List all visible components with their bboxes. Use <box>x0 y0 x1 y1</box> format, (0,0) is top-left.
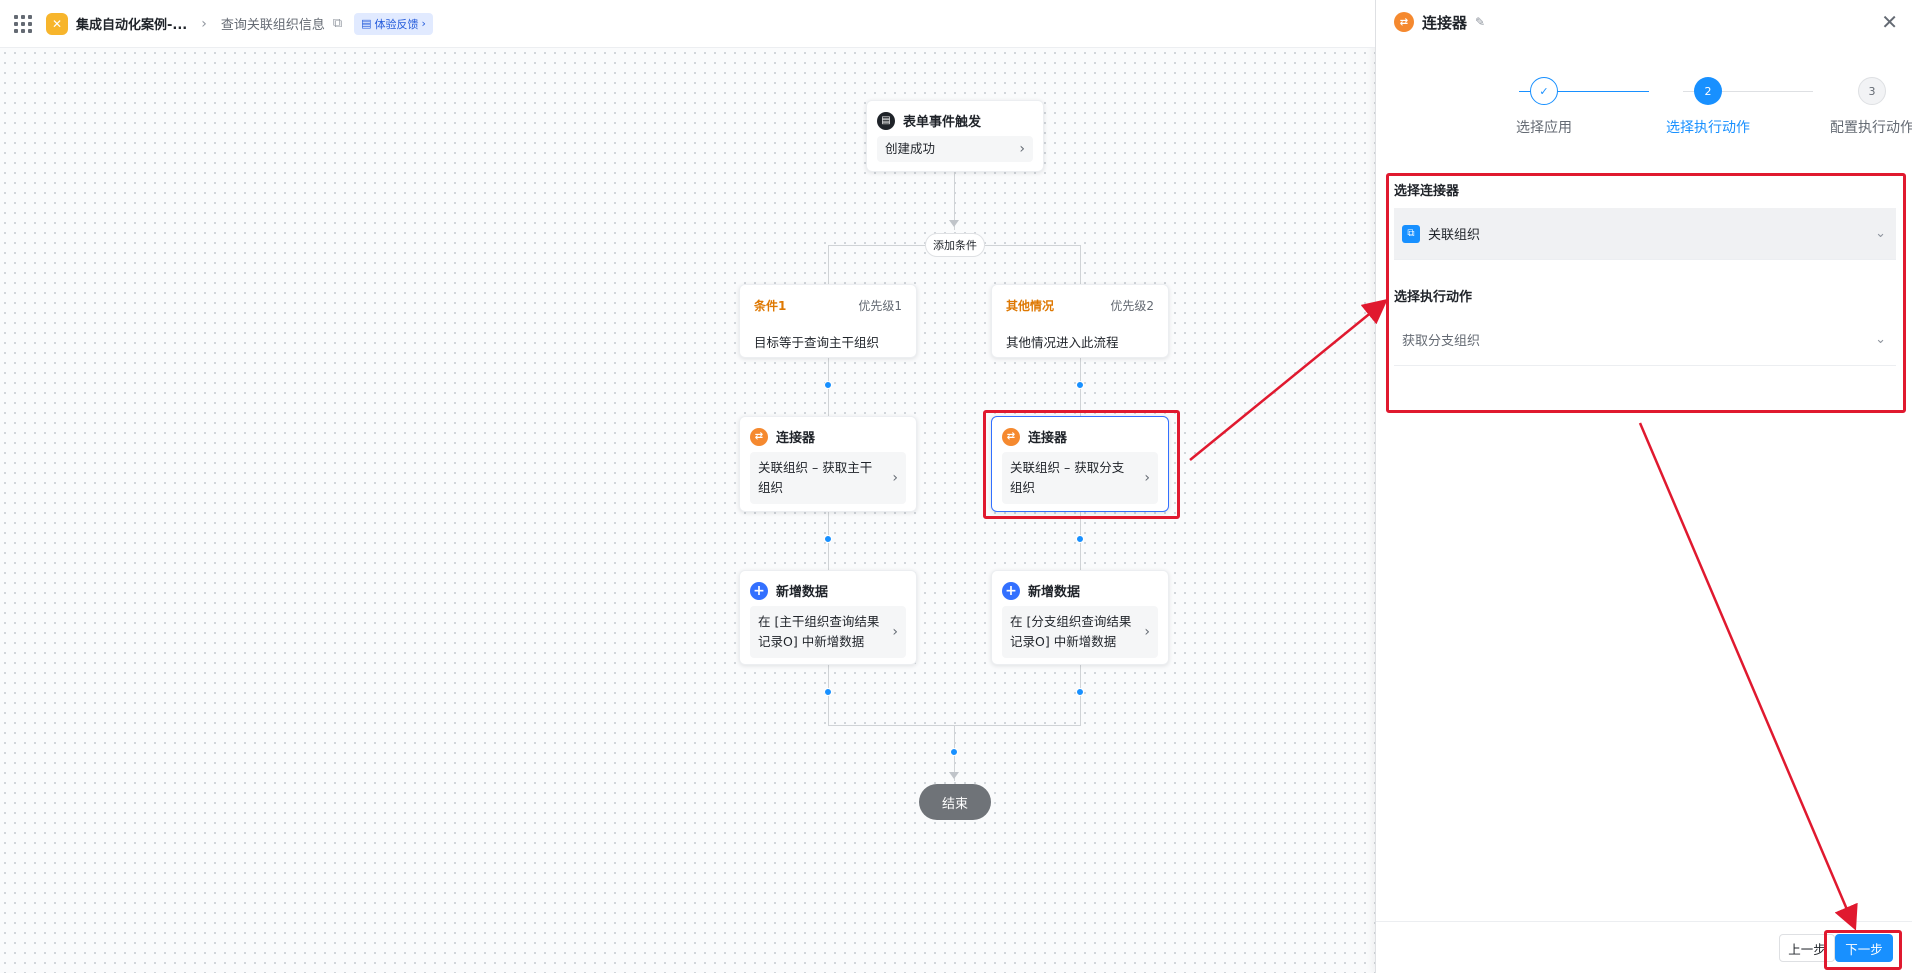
chevron-right-icon: › <box>892 470 898 486</box>
condition-label: 其他情况 <box>1006 299 1055 313</box>
connector-config-panel: ⇄ 连接器 ✎ ✕ ✓ 选择应用 2 选择执行动作 3 配置执行动作 选择连接器… <box>1375 0 1912 973</box>
flow-name: 查询关联组织信息 <box>220 18 325 33</box>
action-select-value: 获取分支组织 <box>1402 334 1481 349</box>
apps-grid-icon[interactable] <box>14 14 32 33</box>
connector-line <box>954 172 955 230</box>
connector-field-title: 选择连接器 <box>1394 184 1460 199</box>
add-condition-button[interactable]: 添加条件 <box>925 233 985 257</box>
connector-line <box>828 245 829 285</box>
chevron-down-icon: ⌄ <box>1875 332 1886 347</box>
condition-text: 目标等于查询主干组织 <box>754 335 880 350</box>
feedback-icon: ▤ <box>361 17 372 30</box>
add-node-dot[interactable] <box>1076 688 1084 696</box>
step-3[interactable]: 3 配置执行动作 <box>1812 77 1912 137</box>
chevron-right-icon: › <box>1144 470 1150 486</box>
condition-node-1[interactable]: 条件1 优先级1 目标等于查询主干组织 <box>739 284 917 358</box>
highlight-box <box>983 410 1180 519</box>
chevron-right-icon: › <box>892 624 898 640</box>
connector-icon: ⇄ <box>1394 12 1414 32</box>
feedback-label: 体验反馈 <box>374 17 419 31</box>
add-data-title: 新增数据 <box>1028 585 1081 600</box>
add-data-body: 在 [主干组织查询结果记录O] 中新增数据 <box>758 614 880 649</box>
connector-node-2[interactable]: ⇄ 连接器 关联组织 – 获取分支组织 › <box>991 416 1169 512</box>
chevron-right-icon: › <box>201 15 207 32</box>
add-node-dot[interactable] <box>950 748 958 756</box>
action-select[interactable]: 获取分支组织 ⌄ <box>1394 314 1896 366</box>
add-data-node-2[interactable]: + 新增数据 在 [分支组织查询结果记录O] 中新增数据 › <box>991 570 1169 665</box>
connector-icon: ⇄ <box>1002 427 1020 446</box>
connector-title: 连接器 <box>776 431 816 446</box>
priority-label: 优先级1 <box>858 299 902 313</box>
connector-body: 关联组织 – 获取分支组织 <box>1010 460 1125 495</box>
app-name[interactable]: 集成自动化案例-... <box>76 18 188 33</box>
add-node-dot[interactable] <box>1076 535 1084 543</box>
trigger-node[interactable]: ▤ 表单事件触发 创建成功 › <box>866 100 1044 172</box>
step-line <box>1683 91 1813 92</box>
panel-title: 连接器 <box>1422 13 1468 32</box>
plus-icon: + <box>750 581 768 600</box>
add-node-dot[interactable] <box>824 688 832 696</box>
chevron-right-icon: › <box>421 17 426 30</box>
add-node-dot[interactable] <box>1076 381 1084 389</box>
connector-body: 关联组织 – 获取主干组织 <box>758 460 873 495</box>
step-1[interactable]: ✓ 选择应用 <box>1484 77 1604 137</box>
top-bar: ✕ 集成自动化案例-... › 查询关联组织信息 ⧉ ▤ 体验反馈 › <box>0 0 1375 48</box>
end-node[interactable]: 结束 <box>919 784 991 820</box>
open-external-icon[interactable]: ⧉ <box>332 16 343 31</box>
add-data-title: 新增数据 <box>776 585 829 600</box>
condition-node-2[interactable]: 其他情况 优先级2 其他情况进入此流程 <box>991 284 1169 358</box>
trigger-title: 表单事件触发 <box>903 115 982 130</box>
highlight-box <box>1386 173 1906 413</box>
priority-label: 优先级2 <box>1110 299 1154 313</box>
step-2[interactable]: 2 选择执行动作 <box>1648 77 1768 137</box>
step-label: 选择执行动作 <box>1666 120 1750 136</box>
step-line <box>1519 91 1649 92</box>
next-step-button[interactable]: 下一步 <box>1835 934 1893 962</box>
add-node-dot[interactable] <box>824 381 832 389</box>
connector-select-value: 关联组织 <box>1428 228 1481 243</box>
arrow-down-icon <box>949 220 959 227</box>
step-number: 3 <box>1858 77 1886 105</box>
highlight-box <box>1824 930 1902 970</box>
add-data-node-1[interactable]: + 新增数据 在 [主干组织查询结果记录O] 中新增数据 › <box>739 570 917 665</box>
connector-title: 连接器 <box>1028 431 1068 446</box>
app-logo-icon: ✕ <box>46 12 68 35</box>
connector-line <box>1080 245 1081 285</box>
step-label: 配置执行动作 <box>1830 120 1912 136</box>
arrow-down-icon <box>949 772 959 779</box>
close-icon[interactable]: ✕ <box>1881 10 1898 34</box>
trigger-body: 创建成功 <box>885 141 936 156</box>
connector-select[interactable]: ⧉ 关联组织 ⌄ <box>1394 208 1896 260</box>
step-label: 选择应用 <box>1516 120 1572 136</box>
check-icon: ✓ <box>1530 77 1558 105</box>
chevron-down-icon: ⌄ <box>1875 226 1886 241</box>
step-number: 2 <box>1694 77 1722 105</box>
connector-node-1[interactable]: ⇄ 连接器 关联组织 – 获取主干组织 › <box>739 416 917 512</box>
feedback-button[interactable]: ▤ 体验反馈 › <box>354 12 433 35</box>
add-data-body: 在 [分支组织查询结果记录O] 中新增数据 <box>1010 614 1132 649</box>
add-node-dot[interactable] <box>824 535 832 543</box>
chevron-right-icon: › <box>1019 141 1025 157</box>
action-field-title: 选择执行动作 <box>1394 290 1473 305</box>
chevron-right-icon: › <box>1144 624 1150 640</box>
edit-icon[interactable]: ✎ <box>1475 15 1486 29</box>
plus-icon: + <box>1002 581 1020 600</box>
link-org-icon: ⧉ <box>1402 224 1420 243</box>
condition-text: 其他情况进入此流程 <box>1006 335 1119 350</box>
stepper: ✓ 选择应用 2 选择执行动作 3 配置执行动作 <box>1376 77 1912 147</box>
form-icon: ▤ <box>877 111 895 130</box>
condition-label: 条件1 <box>754 299 787 313</box>
connector-icon: ⇄ <box>750 427 768 446</box>
